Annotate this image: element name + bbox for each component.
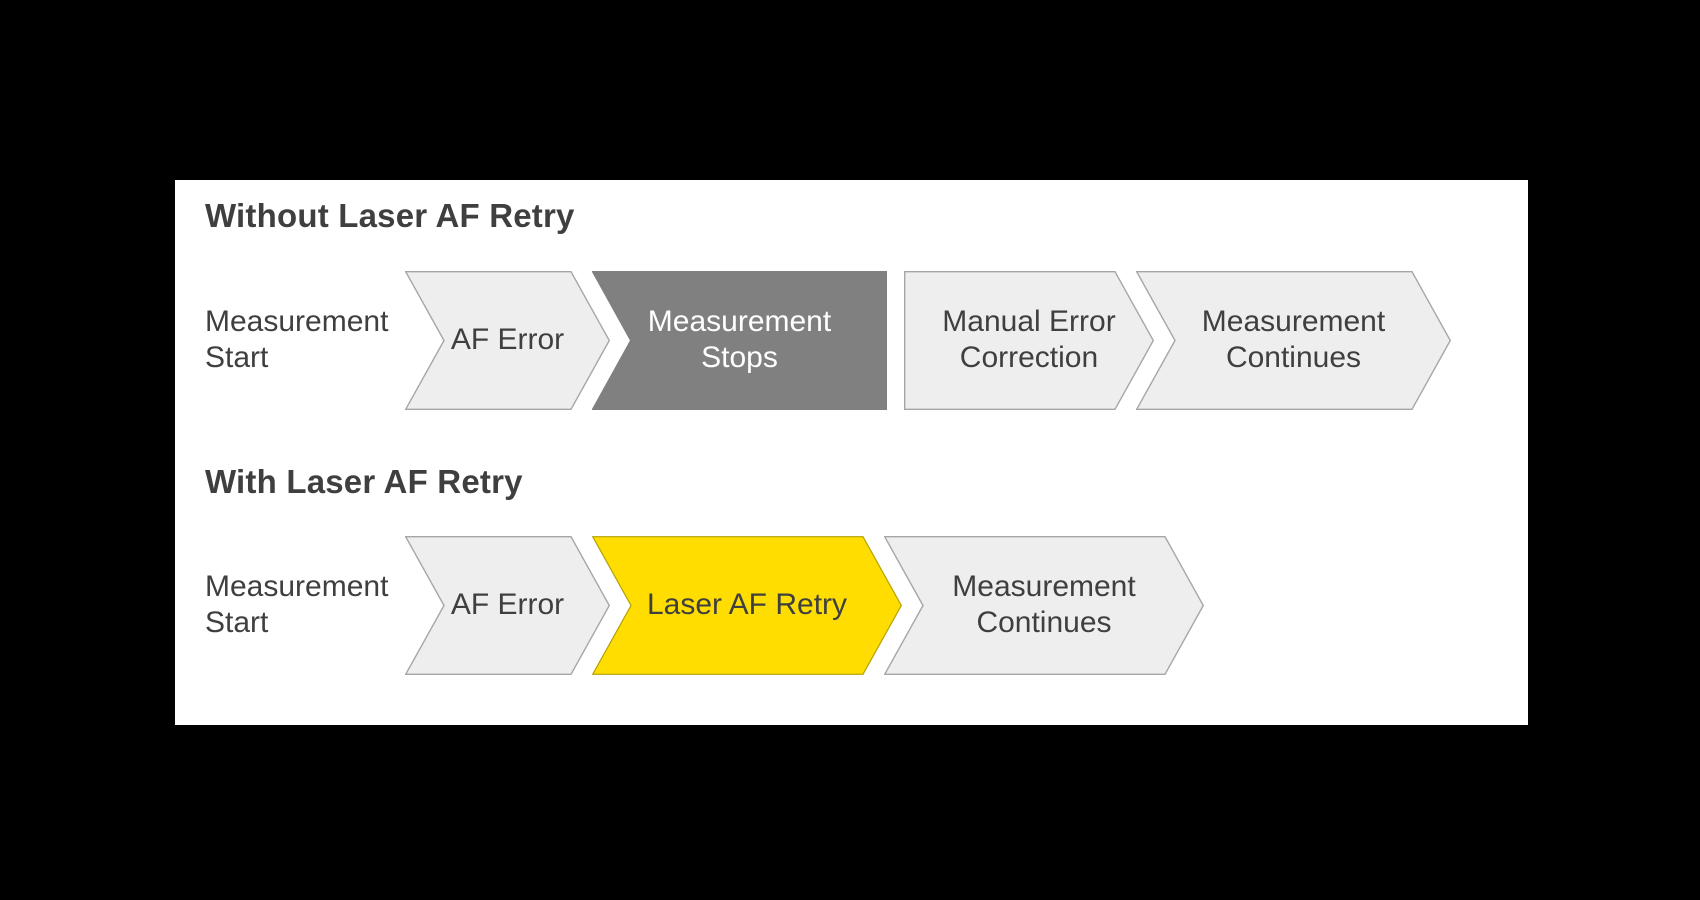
- step-label: Measurement Stops: [638, 304, 841, 376]
- diagram-panel: Without Laser AF Retry Measurement Start…: [175, 180, 1528, 725]
- chevron-shape-notch-point: [1136, 270, 1451, 410]
- step-label-line-1: Measurement: [952, 570, 1136, 603]
- step-manual-error-correction[interactable]: Manual Error Correction: [904, 270, 1154, 410]
- step-label-line-1: Measurement: [1201, 305, 1386, 338]
- step-label-line-2: Correction: [959, 341, 1099, 374]
- step-label-line-2: Stops: [701, 341, 778, 374]
- chevron-shape-notch-point: [405, 270, 610, 410]
- step-label: AF Error: [450, 588, 565, 621]
- step-label: Manual Error Correction: [932, 304, 1125, 376]
- section-heading-with-laser-af-retry: With Laser AF Retry: [205, 463, 523, 500]
- step-laser-af-retry[interactable]: Laser AF Retry: [592, 535, 902, 675]
- chevron-shape-notch-point: [884, 535, 1204, 675]
- chevron-shape-notch-flat: [592, 270, 887, 410]
- chevron-shape-notch-point: [405, 535, 610, 675]
- start-label-line-1: Measurement: [205, 570, 389, 603]
- step-label-line-1: Manual Error: [942, 305, 1116, 338]
- step-label: Laser AF Retry: [646, 588, 848, 621]
- start-label-row-2: Measurement Start: [175, 569, 405, 641]
- step-label-line-2: Continues: [976, 606, 1112, 639]
- chevron-shape-notch-point-accent: [592, 535, 902, 675]
- start-label-line-2: Start: [205, 341, 269, 374]
- step-measurement-continues-row-2[interactable]: Measurement Continues: [884, 535, 1204, 675]
- step-label: Measurement Continues: [942, 569, 1145, 641]
- step-measurement-stops[interactable]: Measurement Stops: [592, 270, 887, 410]
- step-af-error-row-1[interactable]: AF Error: [405, 270, 610, 410]
- flow-row-with-laser-af-retry: Measurement Start AF Error Laser AF Retr…: [175, 530, 1204, 680]
- step-label-line-1: Measurement: [647, 305, 832, 338]
- section-heading-without-laser-af-retry: Without Laser AF Retry: [205, 197, 575, 234]
- start-label-row-1: Measurement Start: [175, 304, 405, 376]
- step-label: Measurement Continues: [1192, 304, 1395, 376]
- chevron-shape-flat-point: [904, 270, 1154, 410]
- start-label-line-1: Measurement: [205, 305, 389, 338]
- step-label: AF Error: [450, 323, 565, 356]
- step-af-error-row-2[interactable]: AF Error: [405, 535, 610, 675]
- step-label-line-2: Continues: [1225, 341, 1362, 374]
- step-measurement-continues-row-1[interactable]: Measurement Continues: [1136, 270, 1451, 410]
- flow-row-without-laser-af-retry: Measurement Start AF Error Measurement S…: [175, 265, 1451, 415]
- start-label-line-2: Start: [205, 606, 269, 639]
